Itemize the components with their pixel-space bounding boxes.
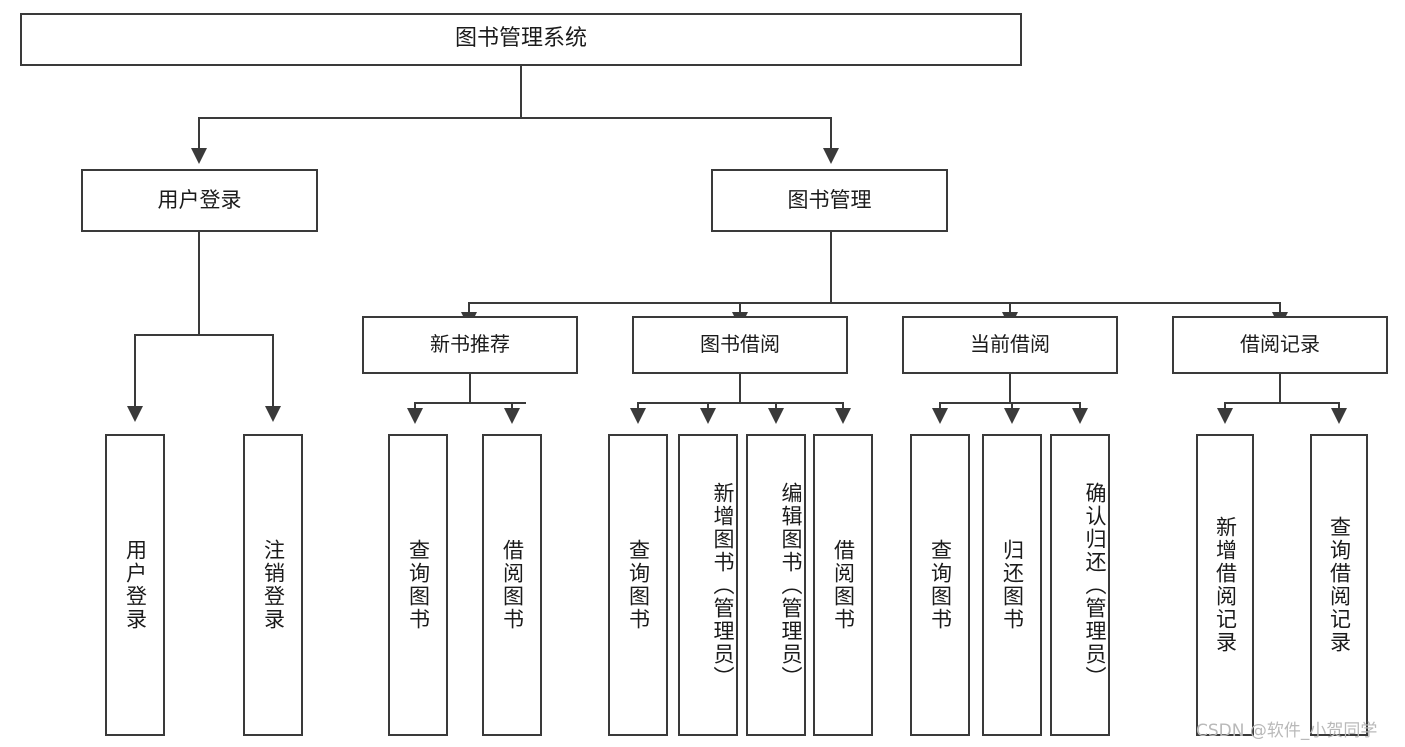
connector-new-book-stem — [469, 374, 471, 403]
connector-book-borrow-bar — [637, 402, 844, 404]
leaf-return-book[interactable]: 归还图书 — [982, 434, 1042, 736]
node-borrow-record[interactable]: 借阅记录 — [1172, 316, 1388, 374]
node-book-borrow[interactable]: 图书借阅 — [632, 316, 848, 374]
node-current-borrow[interactable]: 当前借阅 — [902, 316, 1118, 374]
connector-current-borrow-bar — [939, 402, 1080, 404]
node-label: 新书推荐 — [430, 332, 510, 357]
node-label: 借阅图书 — [500, 539, 525, 631]
connector-bb-to-leaf-4 — [842, 402, 844, 410]
node-root-book-management-system[interactable]: 图书管理系统 — [20, 13, 1022, 66]
node-label: 编辑图书（管理员） — [779, 481, 803, 689]
connector-borrow-record-stem — [1279, 374, 1281, 403]
node-label: 借阅记录 — [1240, 332, 1320, 357]
node-label: 查询借阅记录 — [1327, 516, 1352, 654]
node-label: 查询图书 — [928, 539, 953, 631]
arrow-nb-to-leaf-1 — [407, 408, 423, 424]
connector-bm-to-book-borrow — [739, 302, 741, 314]
node-user-login[interactable]: 用户登录 — [81, 169, 318, 232]
connector-bm-to-new-book — [468, 302, 470, 314]
csdn-watermark: CSDN @软件_小贺同学 — [1196, 721, 1378, 741]
leaf-add-record[interactable]: 新增借阅记录 — [1196, 434, 1254, 736]
connector-br-to-leaf-2 — [1338, 402, 1340, 410]
node-label: 确认归还（管理员） — [1083, 481, 1107, 689]
node-new-book-recommend[interactable]: 新书推荐 — [362, 316, 578, 374]
connector-bb-to-leaf-1 — [637, 402, 639, 410]
arrow-nb-to-leaf-2 — [504, 408, 520, 424]
leaf-confirm-return[interactable]: 确认归还（管理员） — [1050, 434, 1110, 736]
node-label: 新增图书（管理员） — [711, 481, 735, 689]
arrow-root-to-book-management — [823, 148, 839, 164]
connector-book-borrow-stem — [739, 374, 741, 403]
arrow-root-to-user-login — [191, 148, 207, 164]
node-book-management[interactable]: 图书管理 — [711, 169, 948, 232]
arrow-user-login-to-leaf-2 — [265, 406, 281, 422]
node-label: 用户登录 — [157, 188, 242, 213]
connector-bm-to-current-borrow — [1009, 302, 1011, 314]
arrow-bb-to-leaf-1 — [630, 408, 646, 424]
node-label: 注销登录 — [261, 539, 286, 631]
leaf-add-book[interactable]: 新增图书（管理员） — [678, 434, 738, 736]
arrow-br-to-leaf-1 — [1217, 408, 1233, 424]
connector-root-bar — [198, 117, 832, 119]
connector-user-login-bar — [134, 334, 274, 336]
connector-user-login-stem — [198, 232, 200, 335]
connector-root-stem — [520, 65, 522, 118]
leaf-borrow-book-2[interactable]: 借阅图书 — [813, 434, 873, 736]
connector-borrow-record-bar — [1224, 402, 1339, 404]
connector-root-to-book-management — [830, 117, 832, 150]
connector-current-borrow-stem — [1009, 374, 1011, 403]
arrow-bb-to-leaf-2 — [700, 408, 716, 424]
node-label: 归还图书 — [1000, 539, 1025, 631]
node-label: 当前借阅 — [970, 332, 1050, 357]
leaf-query-book-1[interactable]: 查询图书 — [388, 434, 448, 736]
connector-bb-to-leaf-2 — [707, 402, 709, 410]
leaf-query-record[interactable]: 查询借阅记录 — [1310, 434, 1368, 736]
arrow-bb-to-leaf-3 — [768, 408, 784, 424]
leaf-logout-login[interactable]: 注销登录 — [243, 434, 303, 736]
connector-cb-to-leaf-1 — [939, 402, 941, 410]
leaf-borrow-book-1[interactable]: 借阅图书 — [482, 434, 542, 736]
node-label: 新增借阅记录 — [1213, 516, 1238, 654]
connector-user-login-to-leaf-2 — [272, 334, 274, 408]
arrow-br-to-leaf-2 — [1331, 408, 1347, 424]
connector-bm-to-borrow-record — [1279, 302, 1281, 314]
node-label: 图书借阅 — [700, 332, 780, 357]
leaf-query-book-2[interactable]: 查询图书 — [608, 434, 668, 736]
connector-nb-to-leaf-1 — [414, 402, 416, 410]
node-label: 查询图书 — [406, 539, 431, 631]
leaf-user-login[interactable]: 用户登录 — [105, 434, 165, 736]
node-label: 图书管理 — [787, 188, 872, 213]
node-label: 用户登录 — [123, 539, 148, 631]
connector-cb-to-leaf-3 — [1079, 402, 1081, 410]
connector-cb-to-leaf-2 — [1011, 402, 1013, 410]
arrow-cb-to-leaf-2 — [1004, 408, 1020, 424]
connector-root-to-user-login — [198, 117, 200, 150]
arrow-cb-to-leaf-1 — [932, 408, 948, 424]
connector-new-book-bar — [414, 402, 526, 404]
arrow-cb-to-leaf-3 — [1072, 408, 1088, 424]
connector-book-management-bar — [468, 302, 1280, 304]
arrow-user-login-to-leaf-1 — [127, 406, 143, 422]
leaf-edit-book[interactable]: 编辑图书（管理员） — [746, 434, 806, 736]
connector-book-management-stem — [830, 232, 832, 303]
node-label: 图书管理系统 — [454, 26, 587, 52]
connector-nb-to-leaf-2 — [511, 402, 513, 410]
connector-bb-to-leaf-3 — [775, 402, 777, 410]
leaf-query-book-3[interactable]: 查询图书 — [910, 434, 970, 736]
arrow-bb-to-leaf-4 — [835, 408, 851, 424]
connector-br-to-leaf-1 — [1224, 402, 1226, 410]
node-label: 借阅图书 — [831, 539, 856, 631]
connector-user-login-to-leaf-1 — [134, 334, 136, 408]
node-label: 查询图书 — [626, 539, 651, 631]
